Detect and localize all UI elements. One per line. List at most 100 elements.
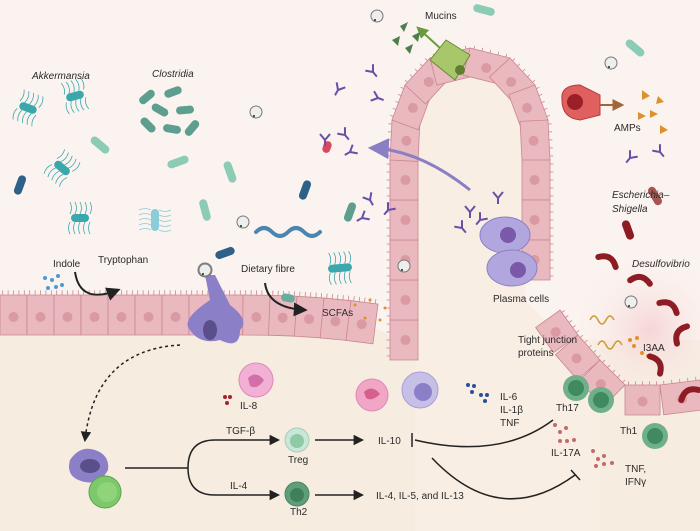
desulfovibrio-bacterium: [647, 353, 664, 377]
microvillus: [424, 58, 428, 61]
cell-nucleus: [529, 175, 540, 185]
clostridia-bacterium: [138, 208, 172, 232]
flagellum: [138, 218, 172, 222]
flagellated-bacterium: [328, 250, 352, 286]
th17-cells: [563, 375, 614, 413]
neutrophil-il8: [238, 362, 274, 398]
flagellum: [138, 223, 172, 227]
microvillus: [543, 107, 548, 110]
cell-nucleus: [401, 135, 412, 146]
microvillus: [419, 63, 423, 67]
cell-nucleus: [522, 102, 533, 113]
microvillus: [607, 364, 611, 368]
microvillus: [568, 320, 573, 323]
bacterium-body: [473, 4, 495, 16]
bacterium-body: [621, 220, 635, 240]
cell-nucleus: [89, 312, 100, 322]
fibre-scfa-arrow: [264, 282, 308, 317]
sphere-dot: [202, 273, 204, 275]
flagellum: [348, 250, 352, 284]
antibody-shape: [356, 210, 370, 222]
antibody-shape: [625, 150, 638, 164]
cell-nucleus: [170, 312, 181, 322]
shigella-bacterium: [621, 220, 635, 240]
flagellum: [328, 252, 332, 286]
label-escherichia: Escherichia–: [612, 190, 670, 201]
cell-nucleus: [330, 316, 341, 327]
label-amps: AMPs: [614, 123, 641, 134]
label-th2: Th2: [290, 507, 308, 518]
iga-secretion-arrow: [367, 138, 471, 192]
bacterium-body: [151, 103, 169, 117]
indole-tryptophan-arrow: [74, 271, 121, 301]
microvillus: [400, 86, 404, 89]
microvillus: [390, 114, 394, 117]
neutrophil: [355, 378, 389, 412]
spirochete-bacterium: [254, 226, 322, 238]
flagellum: [338, 251, 342, 285]
sphere-dot: [240, 225, 242, 227]
sphere-dot: [608, 66, 610, 68]
antibody-shape: [492, 191, 504, 204]
goblet-cell: [416, 26, 471, 81]
microvillus: [536, 86, 540, 89]
cell-nucleus: [400, 175, 411, 185]
label-shigella: Shigella: [612, 204, 648, 215]
bacterium-body: [140, 117, 156, 133]
indole-dots: [43, 274, 64, 290]
antibody: [337, 127, 350, 141]
sphere: [236, 215, 250, 229]
antibody: [475, 212, 488, 226]
sphere-dot: [374, 19, 376, 21]
bacterium-body: [678, 386, 700, 403]
antibody: [625, 150, 638, 164]
microvillus: [489, 49, 492, 54]
antibody: [370, 90, 384, 102]
vibrio-bacterium: [167, 155, 189, 169]
cell-nucleus: [550, 327, 561, 338]
vibrio-bacterium: [625, 39, 645, 57]
bacterium-body: [151, 209, 159, 231]
bacterium-body: [66, 90, 84, 102]
flagellum: [22, 92, 34, 124]
antibody: [344, 144, 358, 156]
flagellum: [138, 208, 172, 212]
antibody: [652, 144, 665, 158]
flagellum: [68, 201, 72, 235]
desulfovibrio-bacterium: [627, 273, 653, 287]
antibody-shape: [383, 202, 396, 216]
villus-core: [415, 55, 600, 531]
th1-cell: [642, 423, 668, 449]
microvillus: [464, 45, 467, 50]
microvillus: [358, 296, 361, 302]
microvillus: [575, 330, 580, 333]
bacterium-body: [215, 246, 235, 260]
label-il17a: IL-17A: [551, 448, 581, 459]
microvillus: [565, 315, 569, 318]
antibody: [464, 205, 476, 218]
sphere-dot: [401, 269, 403, 271]
bacterium-body: [71, 214, 89, 222]
flagellum: [75, 78, 85, 111]
cell-nucleus: [62, 312, 73, 322]
clostridia-bacterium: [163, 124, 181, 134]
epithelium-right: [535, 309, 700, 416]
antibody-shape: [362, 192, 374, 206]
label-tryptophan: Tryptophan: [98, 255, 148, 266]
label-desulfovibrio: Desulfovibrio: [632, 259, 690, 270]
microvillus: [602, 359, 606, 363]
scfa-dots: [353, 298, 387, 322]
microvillus: [622, 379, 626, 383]
label-tnf: TNF: [500, 418, 519, 429]
cell-nucleus: [481, 62, 492, 73]
plasma-cells: [479, 216, 538, 287]
bacterium-body: [163, 124, 181, 134]
cell-nucleus: [400, 335, 411, 345]
cell-nucleus: [407, 102, 418, 113]
flagellum: [47, 152, 69, 178]
vibrio-bacterium: [223, 161, 237, 183]
label-il1b: IL-1β: [500, 405, 523, 416]
label-treg: Treg: [288, 455, 308, 466]
cell-nucleus: [35, 312, 46, 322]
